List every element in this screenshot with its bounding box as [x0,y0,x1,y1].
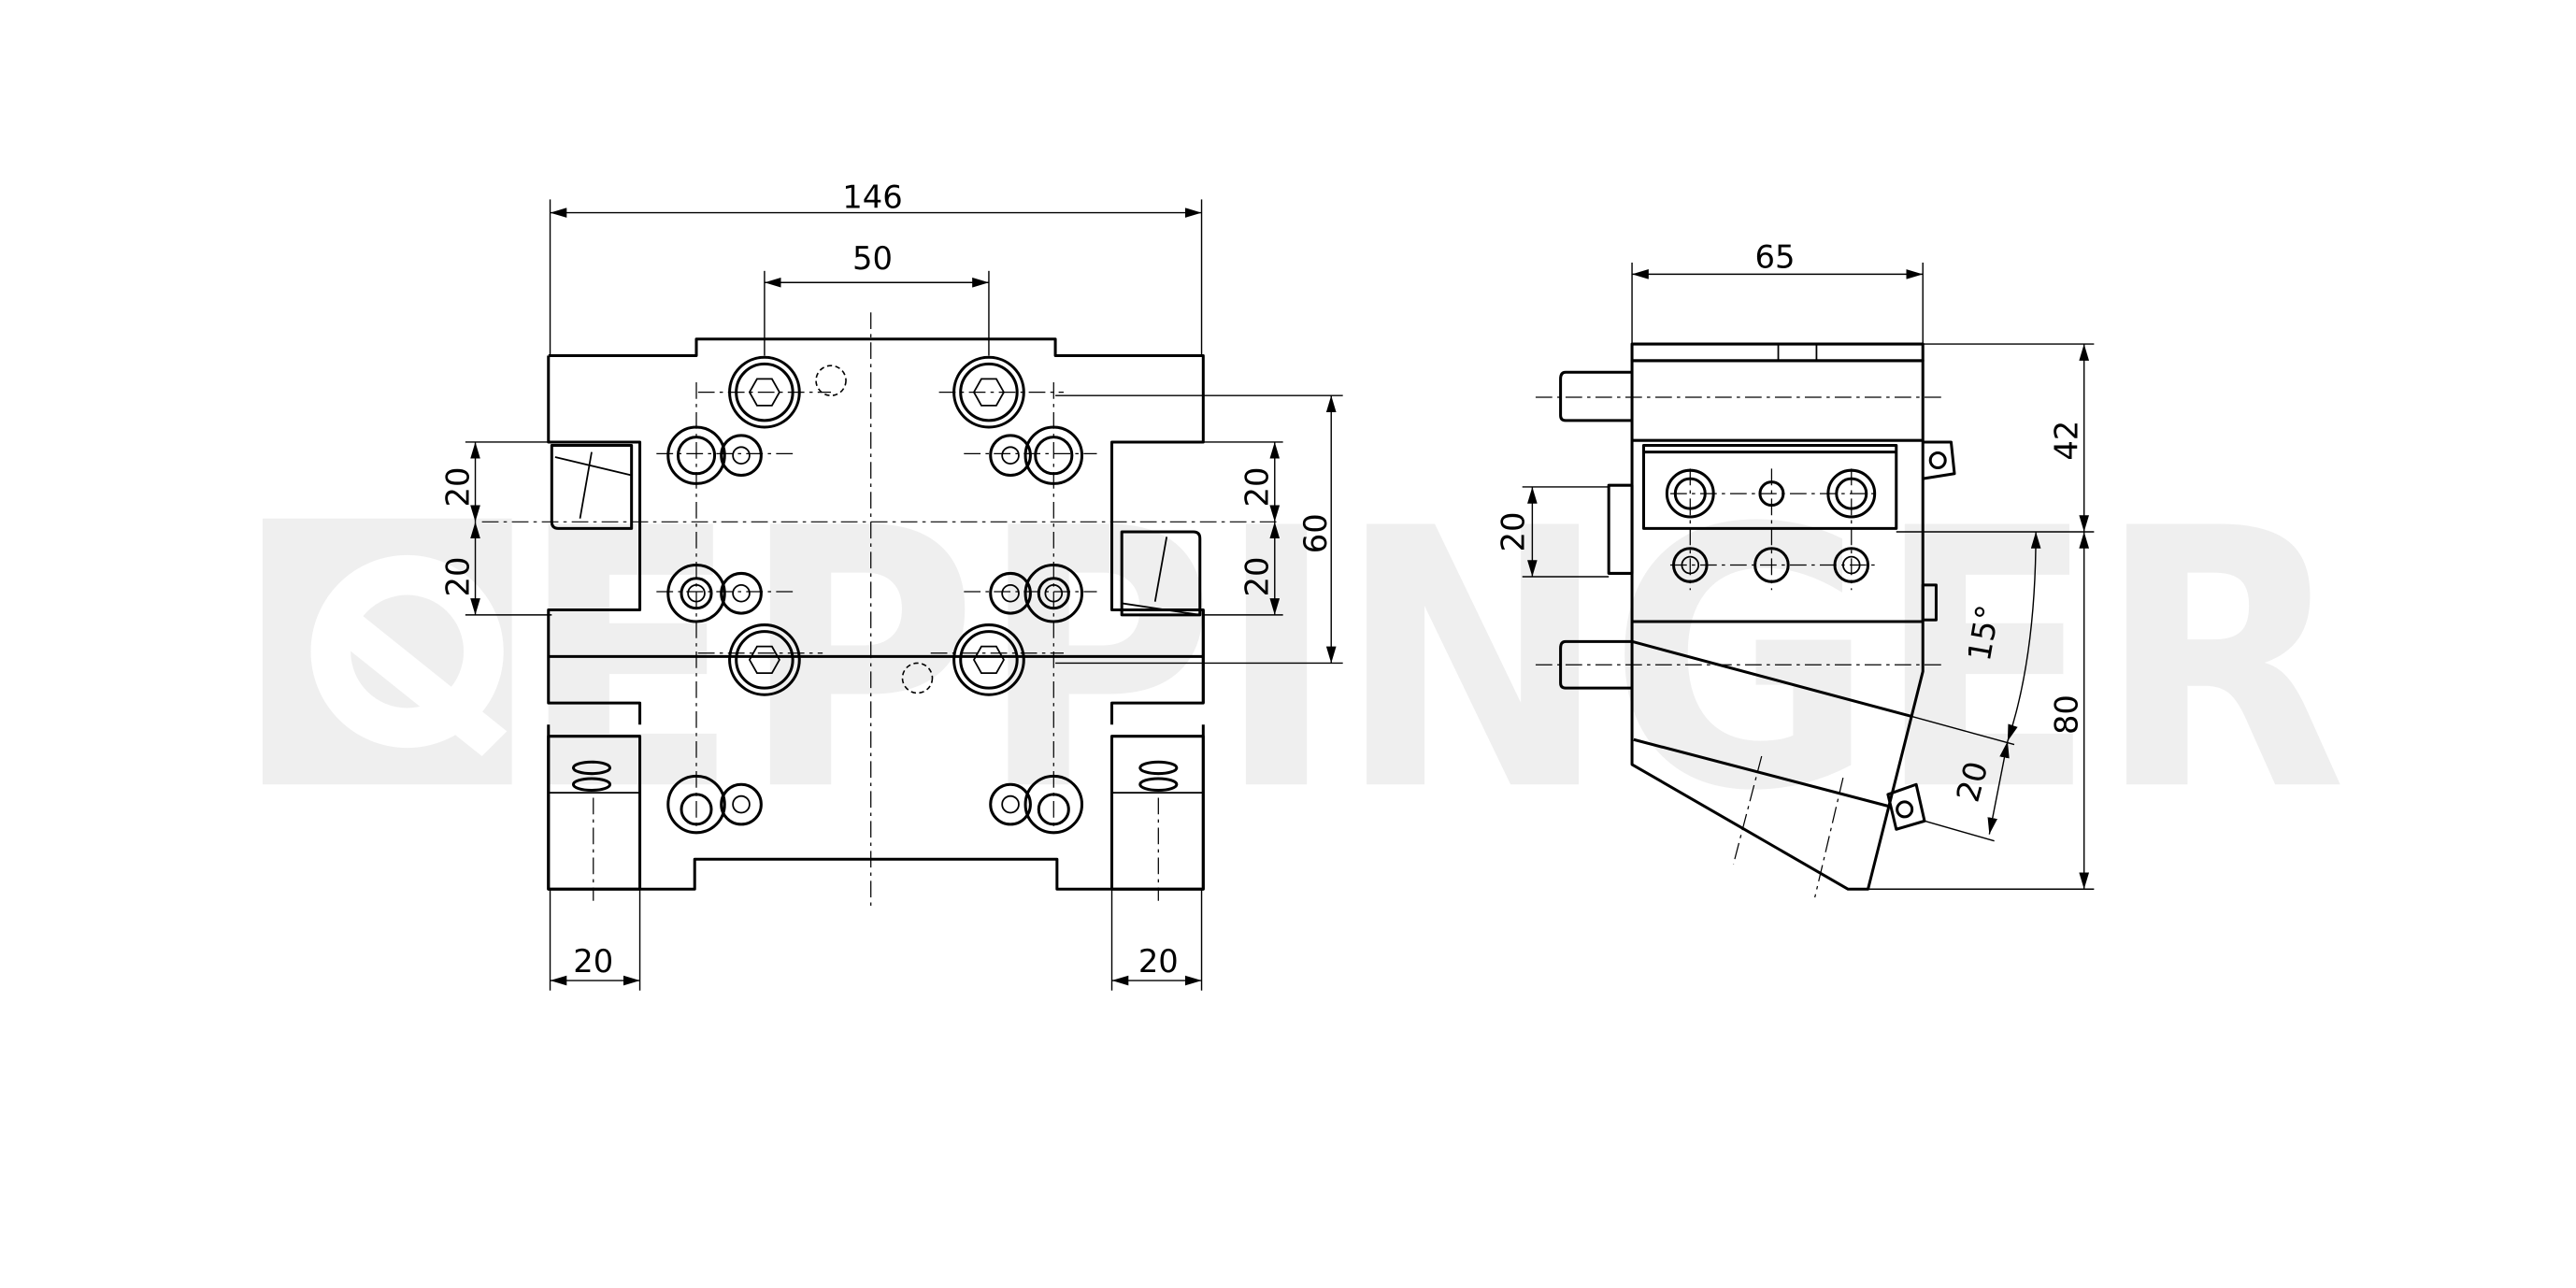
side-protrusion [1607,483,1634,575]
hidden-pin-icon [901,662,934,694]
side-view: 65 42 80 20 15° 20 [1495,238,2095,898]
screw-pair-icon [666,425,1084,835]
pin-lower [1559,639,1633,690]
dim-65: 65 [1754,238,1795,275]
front-dimensions: 146 50 60 20 20 20 20 20 20 [439,179,1343,991]
right-wedge-pocket [1120,530,1202,617]
front-view: 146 50 60 20 20 20 20 20 20 [439,179,1343,991]
pin-upper [1559,370,1633,422]
hidden-pin-icon [815,365,847,396]
side-screw-icon [1665,468,1877,583]
dim-left-20-upper: 20 [439,466,476,507]
dim-left-20-lower: 20 [439,557,476,597]
eppinger-logo [262,518,512,785]
side-tab-small [1921,583,1938,622]
side-tab-upper [1922,440,1956,480]
dim-side-20: 20 [1495,511,1531,551]
clamp-plate [1641,444,1898,530]
dim-50: 50 [852,240,893,277]
dim-60: 60 [1297,513,1334,553]
left-key-block [547,735,642,891]
watermark-text: EPPINGER [519,453,2347,869]
hex-bolt-icon [728,355,1025,696]
dim-bottom-right-20: 20 [1138,943,1179,980]
side-dimensions: 65 42 80 20 15° 20 [1495,238,2095,890]
right-key-block [1110,735,1205,891]
dim-right-20-lower: 20 [1239,557,1276,597]
dim-80: 80 [2049,694,2085,735]
dim-42: 42 [2049,421,2085,461]
dim-bottom-left-20: 20 [573,943,613,980]
dim-right-20-upper: 20 [1239,466,1276,507]
eppinger-watermark: EPPINGER [262,453,2347,869]
dim-146: 146 [842,179,902,215]
slot-icon [571,760,1179,792]
